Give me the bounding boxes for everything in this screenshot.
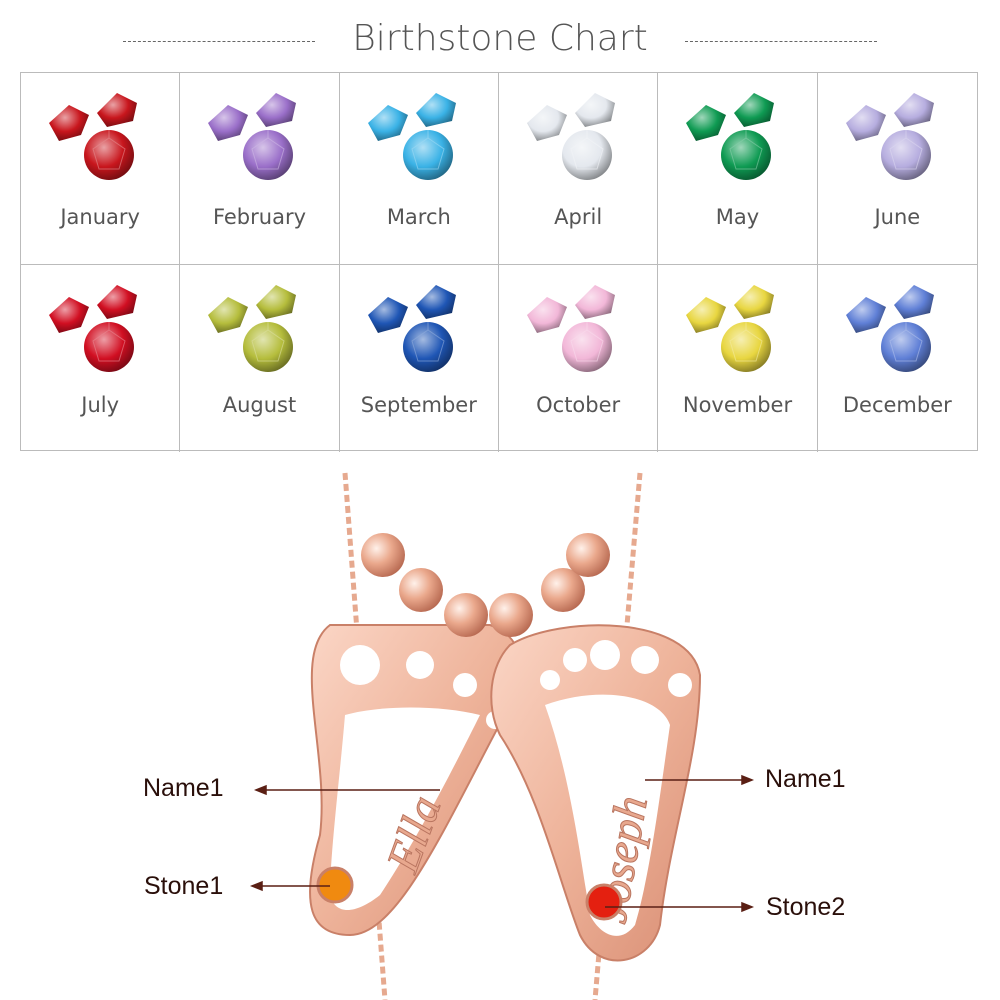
month-label: January — [60, 205, 140, 229]
month-label: March — [386, 205, 451, 229]
stone2 — [585, 883, 623, 921]
month-cell-january: January — [21, 73, 181, 265]
right-foot-pendant: Joseph — [490, 624, 702, 962]
gemstones-icon — [49, 93, 137, 180]
month-label: June — [874, 205, 921, 229]
month-cell-march: March — [339, 73, 499, 265]
month-label: July — [81, 393, 120, 417]
callout-name-right: Name1 — [765, 765, 846, 793]
gemstones-icon — [686, 93, 775, 180]
callout-stone1: Stone1 — [144, 872, 224, 900]
gemstones-icon — [49, 285, 137, 372]
stone1 — [316, 866, 354, 904]
month-cell-july: July — [21, 265, 181, 452]
month-cell-november: November — [658, 265, 818, 452]
gemstones-icon — [686, 285, 775, 372]
month-cell-april: April — [498, 73, 659, 265]
gemstones-icon — [526, 93, 615, 180]
page-title: Birthstone Chart — [352, 18, 648, 59]
title-divider-right — [685, 41, 877, 42]
callout-stone2: Stone2 — [766, 893, 846, 921]
gemstones-icon — [208, 93, 297, 180]
gemstones-icon — [526, 285, 615, 372]
birthstone-grid: January February March April May June Ju… — [20, 72, 978, 452]
month-cell-may: May — [658, 73, 818, 265]
month-label: December — [842, 393, 952, 417]
month-label: October — [536, 393, 621, 417]
gemstones-icon — [845, 93, 934, 180]
beads — [361, 533, 610, 637]
month-cell-december: December — [818, 265, 977, 452]
gemstones-icon — [367, 93, 456, 180]
left-foot-pendant: Ella — [309, 624, 522, 937]
month-cell-october: October — [499, 265, 659, 452]
callout-lines — [249, 774, 755, 913]
month-label: May — [715, 205, 760, 229]
month-label: September — [360, 393, 477, 417]
title-divider-left — [123, 41, 315, 42]
month-cell-august: August — [180, 265, 340, 452]
month-cell-june: June — [817, 73, 977, 265]
month-label: August — [222, 393, 297, 417]
callout-name-left: Name1 — [143, 774, 224, 802]
gemstones-icon — [367, 285, 456, 372]
gemstones-icon — [208, 285, 297, 372]
month-cell-september: September — [340, 265, 499, 452]
month-label: November — [682, 393, 793, 417]
gemstones-icon — [845, 285, 934, 372]
month-cell-february: February — [180, 73, 340, 265]
necklace-image: Ella Joseph — [249, 472, 755, 1000]
month-label: April — [554, 205, 603, 229]
month-label: February — [212, 205, 307, 229]
